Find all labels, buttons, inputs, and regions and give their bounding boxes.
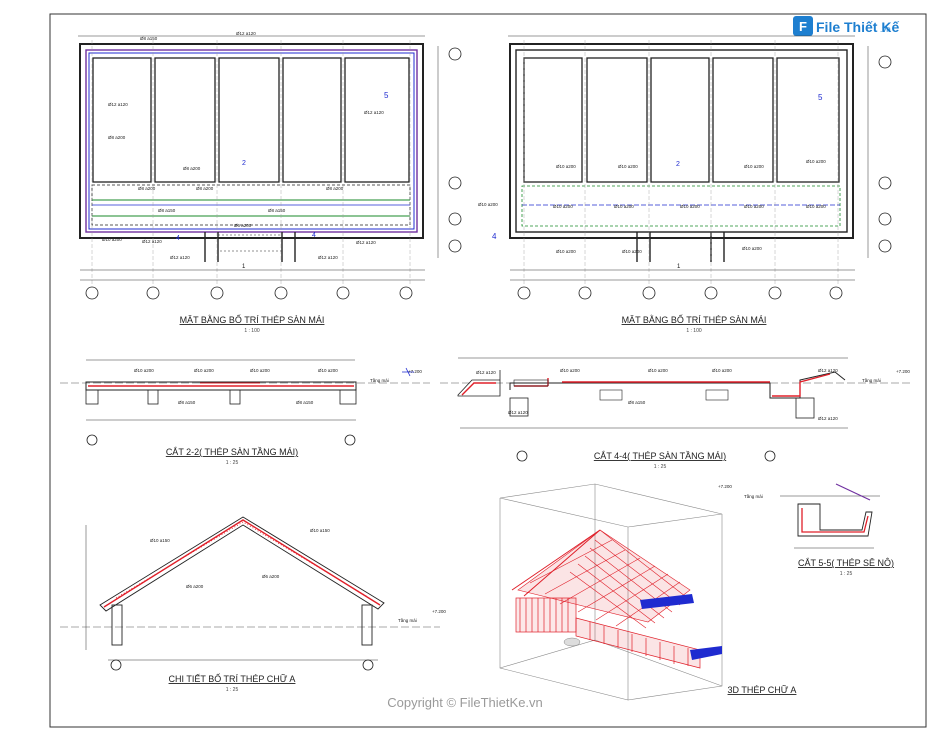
level-label: Tầng mái <box>370 378 389 383</box>
drawing-title: CHI TIẾT BỐ TRÍ THÉP CHỮ A <box>169 673 296 684</box>
rebar-label: Ø12 a120 <box>364 110 384 115</box>
rebar-label: Ø10 a200 <box>744 204 764 209</box>
rebar-label: Ø6 a200 <box>234 223 252 228</box>
copyright-watermark: Copyright © FileThietKe.vn <box>387 695 543 710</box>
drawing-scale: 1 : 25 <box>226 460 239 466</box>
drawing-scale: 1 : 25 <box>840 571 853 577</box>
rebar-label: Ø8 a150 <box>140 36 158 41</box>
rebar-label: Ø10 a200 <box>680 204 700 209</box>
level-label: Tầng mái <box>862 378 881 383</box>
rebar-label: Ø8 a150 <box>296 400 314 405</box>
drawing-scale: 1 : 100 <box>244 328 260 334</box>
drawing-title: CẮT 4-4( THÉP SÀN TẦNG MÁI) <box>594 451 726 461</box>
section-4-4: Ø12 a120 Ø10 a200 Ø10 a200 Ø10 a200 Ø12 … <box>440 357 910 470</box>
rebar-label: Ø8 a200 <box>138 186 156 191</box>
rebar-label: Ø10 a200 <box>194 368 214 373</box>
rebar-label: Ø12 a120 <box>818 416 838 421</box>
section-marker: 5 <box>818 93 823 102</box>
rebar-label: Ø10 a200 <box>648 368 668 373</box>
rebar-label: Ø10 a200 <box>806 204 826 209</box>
rebar-label: Ø10 a200 <box>553 204 573 209</box>
drawing-title: 3D THÉP CHỮ A <box>728 685 797 695</box>
rebar-label: Ø8 a200 <box>326 186 344 191</box>
detail-a-frame: Ø10 a150 Ø10 a150 Ø6 a200 Ø6 a200 +7.200… <box>60 516 446 693</box>
rebar-label: Ø10 a200 <box>134 368 154 373</box>
rebar-label: Ø10 a200 <box>614 204 634 209</box>
view-3d: 3D THÉP CHỮ A <box>499 483 797 701</box>
section-marker: 4 <box>492 232 497 241</box>
rebar-label: Ø10 a150 <box>310 528 330 533</box>
rebar-label: Ø10 a200 <box>556 249 576 254</box>
rebar-label: Ø10 a150 <box>150 538 170 543</box>
rebar-label: Ø8 a150 <box>268 208 286 213</box>
level-mark: +7.200 <box>432 609 446 614</box>
rebar-label: Ø8 a200 <box>183 166 201 171</box>
drawing-scale: 1 : 100 <box>686 328 702 334</box>
rebar-label: Ø12 a120 <box>236 31 256 36</box>
rebar-label: Ø8 a150 <box>158 208 176 213</box>
rebar-label: Ø10 a200 <box>556 164 576 169</box>
rebar-label: Ø12 a120 <box>318 255 338 260</box>
rebar-label: Ø10 a200 <box>618 164 638 169</box>
rebar-label: Ø8 a150 <box>628 400 646 405</box>
sheet-frame <box>49 13 927 728</box>
rebar-label: Ø12 a120 <box>818 368 838 373</box>
rebar-label: Ø10 a200 <box>744 164 764 169</box>
brand-logo: F File Thiết Kế .vn <box>793 16 899 36</box>
section-5-5: +7.200 Tầng mái CẮT 5-5( THÉP SÊ NÔ) 1 :… <box>718 483 894 577</box>
plan-left: Ø12 a120 Ø8 a150 Ø12 a120 Ø8 a200 Ø12 a1… <box>78 31 462 334</box>
rebar-label: Ø6 a200 <box>262 574 280 579</box>
rebar-label: Ø12 a120 <box>356 240 376 245</box>
section-marker: 1 <box>242 264 246 270</box>
level-mark: +7.200 <box>408 369 422 374</box>
drawing-title: MẶT BẰNG BỐ TRÍ THÉP SÀN MÁI <box>622 314 767 325</box>
rebar-label: Ø10 a200 <box>102 237 122 242</box>
section-marker: 4 <box>176 235 180 242</box>
drawing-scale: 1 : 25 <box>226 687 239 693</box>
level-label: Tầng mái <box>398 618 417 623</box>
drawing-scale: 1 : 25 <box>654 464 667 470</box>
rebar-label: Ø8 a200 <box>196 186 214 191</box>
rebar-label: Ø10 a200 <box>478 202 498 207</box>
rebar-label: Ø10 a200 <box>318 368 338 373</box>
rebar-label: Ø10 a200 <box>712 368 732 373</box>
rebar-label: Ø10 a200 <box>806 159 826 164</box>
rebar-label: Ø6 a200 <box>186 584 204 589</box>
level-mark: +7.200 <box>718 484 732 489</box>
rebar-label: Ø10 a200 <box>622 249 642 254</box>
section-marker: 2 <box>676 161 680 168</box>
drawing-title: CẮT 2-2( THÉP SÀN TẦNG MÁI) <box>166 447 298 457</box>
rebar-label: Ø8 a150 <box>178 400 196 405</box>
section-marker: 5 <box>384 91 389 100</box>
logo-suffix: .vn <box>880 25 891 34</box>
section-marker: 1 <box>677 264 681 270</box>
logo-text: File Thiết Kế <box>816 19 899 35</box>
rebar-label: Ø8 a200 <box>108 135 126 140</box>
section-marker: 2 <box>242 160 246 167</box>
rebar-label: Ø10 a200 <box>560 368 580 373</box>
plan-right: Ø10 a200 Ø10 a200 Ø10 a200 Ø10 a200 Ø10 … <box>478 35 892 334</box>
rebar-label: Ø10 a200 <box>250 368 270 373</box>
rebar-label: Ø12 a120 <box>170 255 190 260</box>
section-marker: 4 <box>312 232 316 239</box>
rebar-label: Ø12 a120 <box>476 370 496 375</box>
level-mark: +7.200 <box>896 369 910 374</box>
section-2-2: Ø10 a200 Ø10 a200 Ø10 a200 Ø10 a200 Ø8 a… <box>60 359 430 466</box>
rebar-label: Ø12 a120 <box>508 410 528 415</box>
svg-text:F: F <box>799 19 807 34</box>
drawing-title: CẮT 5-5( THÉP SÊ NÔ) <box>798 558 894 568</box>
level-label: Tầng mái <box>744 494 763 499</box>
rebar-label: Ø12 a120 <box>142 239 162 244</box>
rebar-label: Ø10 a200 <box>742 246 762 251</box>
drawing-title: MẶT BẰNG BỐ TRÍ THÉP SÀN MÁI <box>180 314 325 325</box>
rebar-label: Ø12 a120 <box>108 102 128 107</box>
